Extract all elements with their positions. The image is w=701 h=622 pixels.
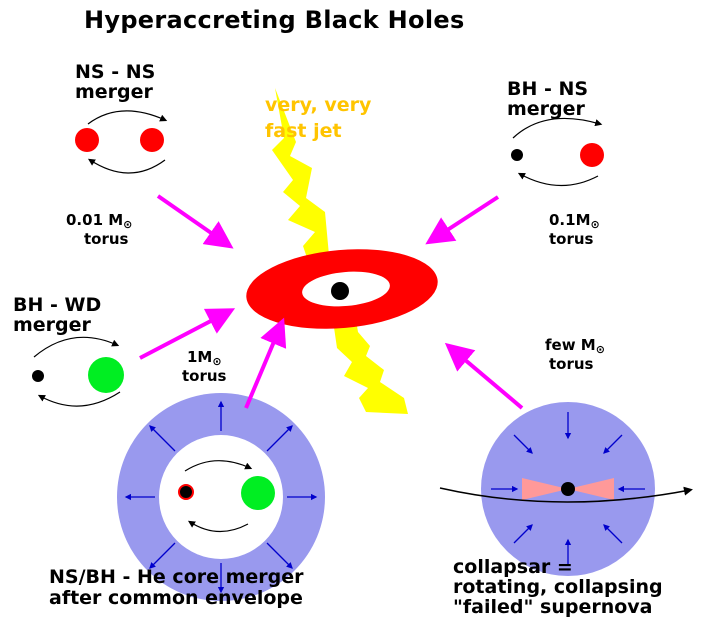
bh-ns-binary [511,118,604,185]
ns-ns-torus-word: torus [84,232,128,247]
arrow-he-core [246,325,281,408]
central-black-hole [331,282,349,300]
orbit-arrow-bottom [40,392,120,406]
orbit-arrow-top [34,337,117,357]
he-core [241,476,275,510]
white-dwarf [88,357,124,393]
ns-ns-torus-mass: 0.01 M⊙ [66,213,132,230]
bh-wd-torus-word: torus [182,369,226,384]
page-title: Hyperaccreting Black Holes [84,8,465,32]
bh-wd-title-line2: merger [13,316,91,335]
collapsar-torus-word: torus [549,357,593,372]
he-core-caption-line1: NS/BH - He core merger [49,568,304,587]
bh-ns-torus-mass: 0.1M⊙ [549,213,600,230]
arrow-ns-ns [158,196,227,244]
collapsar-caption-line2: rotating, collapsing [453,578,663,597]
collapsar-torus-mass: few M⊙ [545,338,605,355]
bh-ns-title-line2: merger [507,100,585,119]
jet-label-line2: fast jet [265,122,342,141]
ns-ns-title-line2: merger [75,83,153,102]
he-core-caption-line2: after common envelope [49,589,303,608]
compact-object [179,485,193,499]
neutron-star-2 [140,128,164,152]
collapsar [440,402,690,576]
arrow-collapsar [451,348,522,408]
orbit-arrow-top [513,118,600,138]
bh-wd-title-line1: BH - WD [13,296,101,315]
arrow-bh-ns [432,197,498,240]
collapsar-caption-line1: collapsar = [453,558,573,577]
jet-label-line1: very, very [265,96,371,115]
ns-ns-title-line1: NS - NS [75,63,155,82]
accretion-torus [243,242,441,336]
ns-ns-binary [75,111,165,173]
collapsar-black-hole [561,482,575,496]
black-hole [511,149,523,161]
bh-ns-title-line1: BH - NS [507,80,588,99]
orbit-arrow-top [88,111,165,124]
black-hole [32,370,44,382]
bh-ns-torus-word: torus [549,232,593,247]
orbit-arrow-bottom [520,174,598,186]
neutron-star [580,143,604,167]
orbit-arrow-bottom [90,160,165,173]
collapsar-caption-line3: "failed" supernova [453,598,653,617]
neutron-star-1 [75,128,99,152]
bh-wd-torus-mass: 1M⊙ [187,350,222,367]
bh-wd-binary [32,337,124,406]
